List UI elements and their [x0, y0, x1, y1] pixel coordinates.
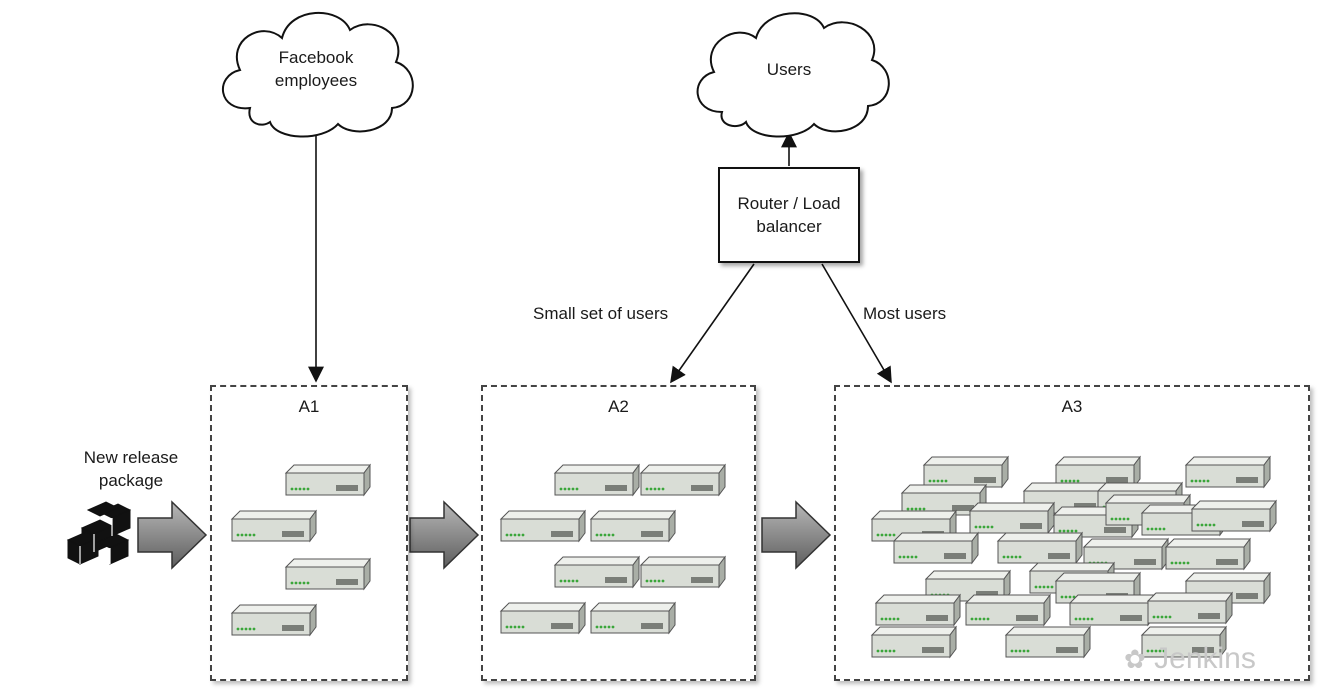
- server-unit: [230, 509, 317, 543]
- server-unit: [892, 531, 979, 565]
- server-unit: [1164, 537, 1251, 571]
- server-unit: [553, 555, 640, 589]
- server-unit: [639, 463, 726, 497]
- server-unit: [1054, 455, 1141, 489]
- server-unit: [900, 483, 987, 517]
- server-unit: [922, 455, 1009, 489]
- cloud-users: [696, 12, 890, 138]
- server-unit: [874, 593, 961, 627]
- router-label: Router / Load balancer: [737, 194, 841, 236]
- zone-a3-title: A3: [1061, 397, 1083, 416]
- wechat-icon: ✿: [1124, 644, 1146, 674]
- server-unit: [230, 603, 317, 637]
- router-to-a3-edge: [821, 263, 892, 384]
- flow-arrow-a1-to-a2: [409, 500, 480, 570]
- zone-a2-servers: [499, 463, 726, 635]
- edge-label-most-users: Most users: [863, 304, 947, 323]
- server-unit: [1004, 625, 1091, 659]
- server-unit: [499, 509, 586, 543]
- server-unit: [499, 601, 586, 635]
- router-load-balancer-box: Router / Load balancer: [718, 167, 860, 263]
- server-unit: [968, 501, 1055, 535]
- server-unit: [1140, 625, 1227, 659]
- cloud-users-label: Users: [766, 60, 812, 79]
- zone-a1-title: A1: [298, 397, 320, 416]
- zone-a3-servers: [870, 455, 1277, 659]
- server-unit: [1146, 591, 1233, 625]
- zone-a2: A2: [481, 385, 756, 681]
- edge-label-small-set: Small set of users: [533, 304, 669, 323]
- server-unit: [1068, 593, 1155, 627]
- server-unit: [964, 593, 1051, 627]
- watermark: ✿ Jenkins: [1124, 642, 1256, 676]
- server-unit: [639, 555, 726, 589]
- server-unit: [870, 625, 957, 659]
- server-unit: [1190, 499, 1277, 533]
- router-to-a2-edge: [670, 263, 755, 384]
- server-unit: [284, 557, 371, 591]
- server-unit: [1184, 455, 1271, 489]
- zone-a1: A1: [210, 385, 408, 681]
- flow-arrow-release-to-a1: [137, 500, 208, 570]
- server-unit: [284, 463, 371, 497]
- release-package-label: New release package: [83, 448, 179, 490]
- cloud-employees-label: Facebook employees: [274, 48, 358, 90]
- cloud-employees: [222, 11, 414, 138]
- zone-a2-title: A2: [608, 397, 629, 416]
- flow-arrow-a2-to-a3: [761, 500, 832, 570]
- release-package-icon: [66, 501, 132, 565]
- server-unit: [996, 531, 1083, 565]
- server-unit: [589, 601, 676, 635]
- zone-a3: A3: [834, 385, 1310, 681]
- watermark-text: Jenkins: [1154, 642, 1256, 675]
- zone-a1-servers: [230, 463, 371, 637]
- server-unit: [553, 463, 640, 497]
- server-unit: [589, 509, 676, 543]
